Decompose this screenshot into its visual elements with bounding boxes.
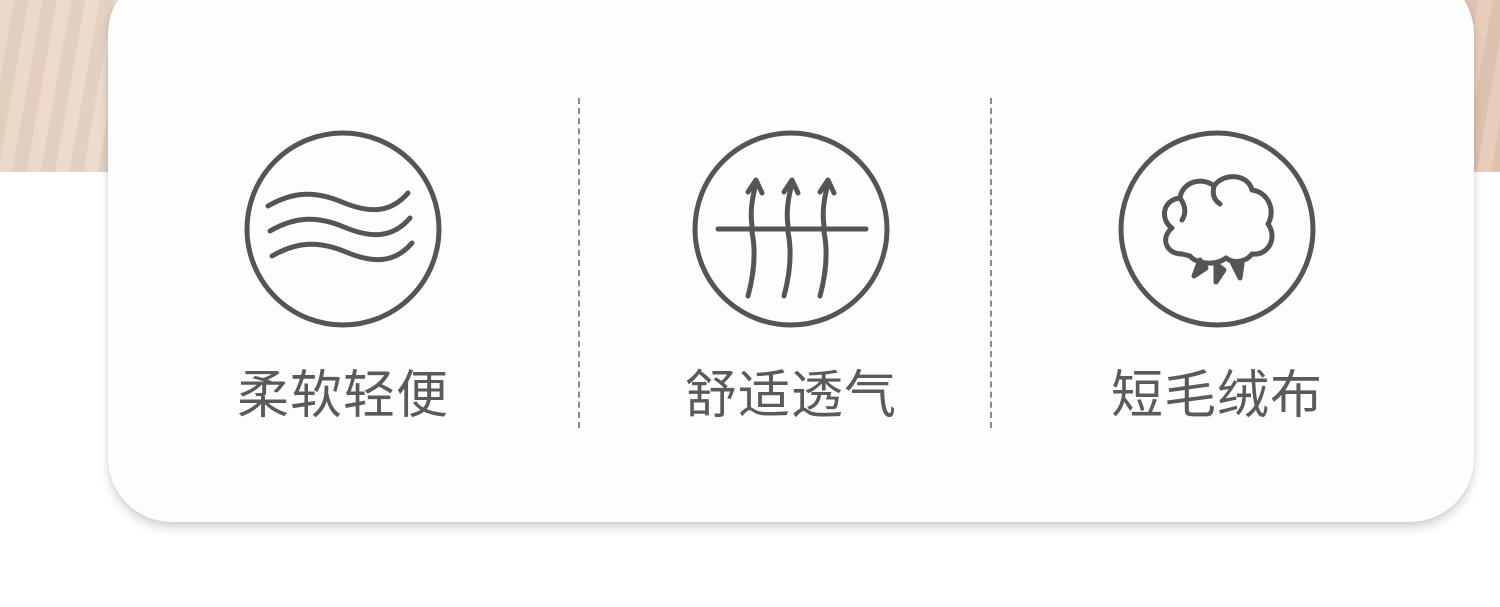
feature-label: 舒适透气 bbox=[684, 366, 897, 426]
feature-label: 柔软轻便 bbox=[236, 366, 449, 426]
breathable-arrows-icon bbox=[690, 128, 892, 330]
feature-breathable: 舒适透气 bbox=[641, 128, 941, 428]
dashed-divider bbox=[578, 98, 580, 428]
feature-label: 短毛绒布 bbox=[1110, 366, 1323, 426]
dashed-divider bbox=[990, 98, 992, 428]
waves-icon bbox=[242, 128, 444, 330]
feature-short-plush: 短毛绒布 bbox=[1067, 128, 1367, 428]
feature-soft-light: 柔软轻便 bbox=[193, 128, 493, 428]
cotton-icon bbox=[1116, 128, 1318, 330]
